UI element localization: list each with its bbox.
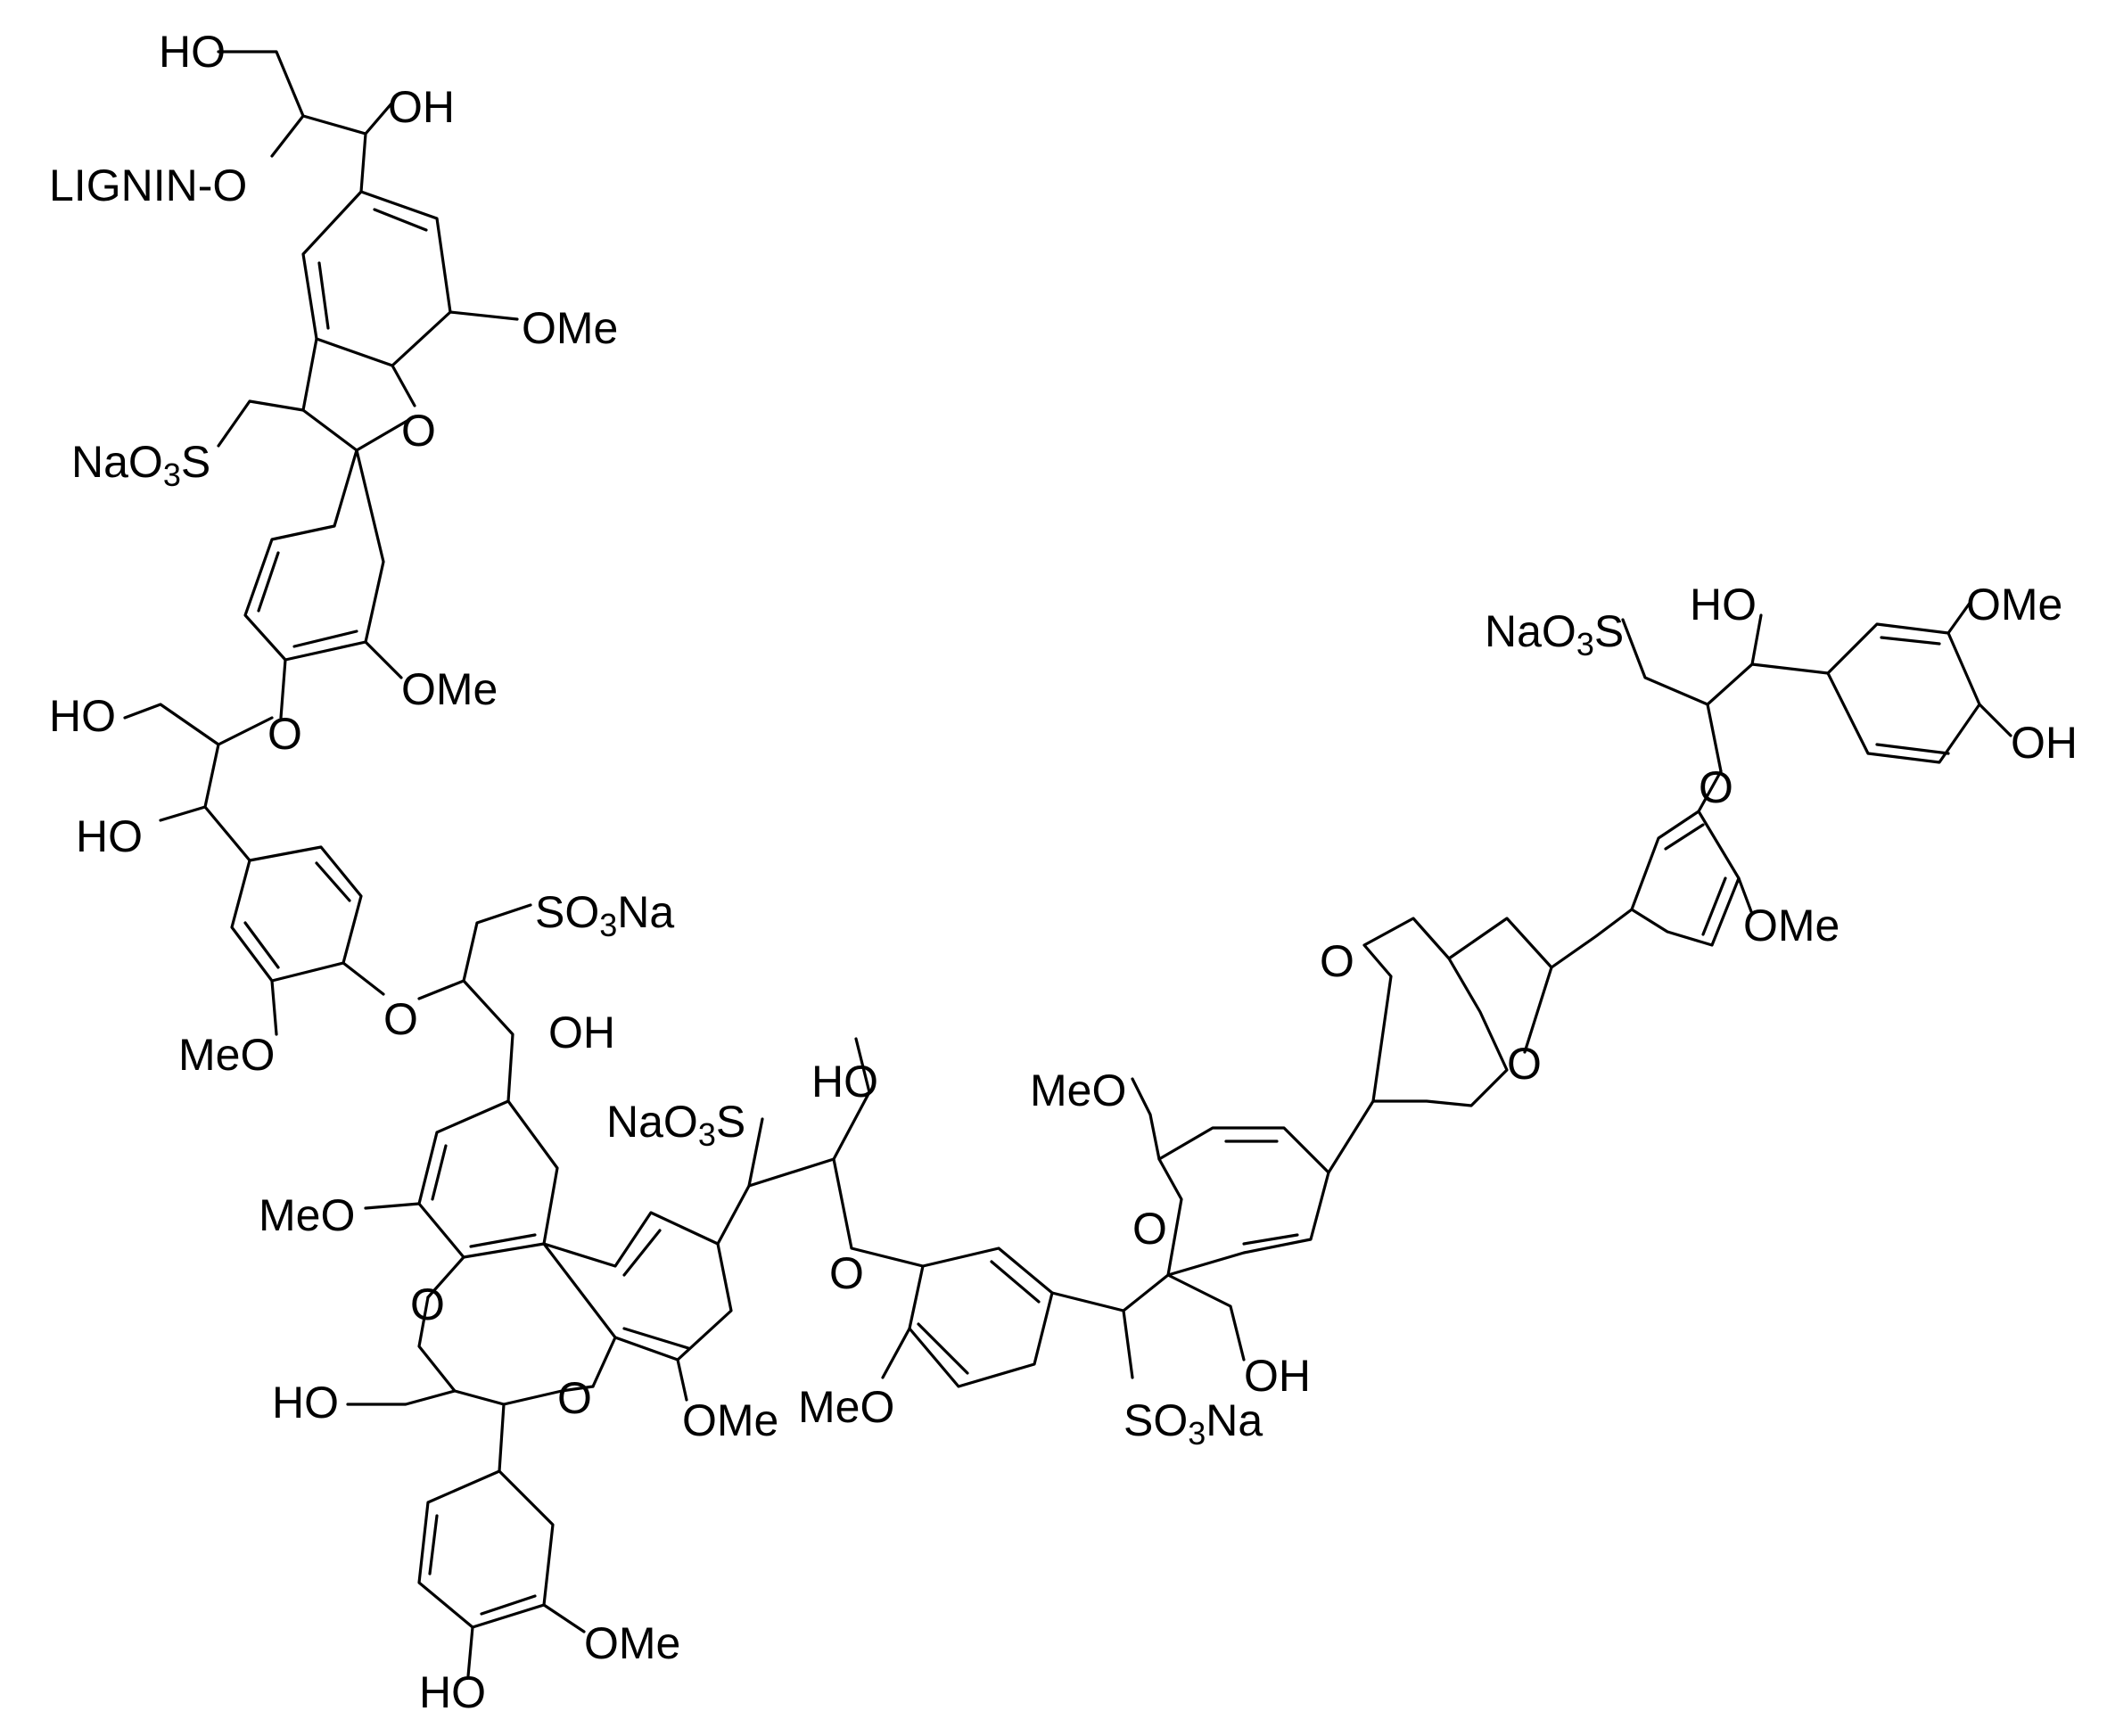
ho-bottom-label: HO (419, 1667, 486, 1717)
so3na-2-label: SO3Na (1123, 1395, 1263, 1452)
lignin-o-label: LIGNIN-O (49, 160, 247, 210)
ome-bottom-label: OMe (584, 1618, 680, 1668)
ome-right-mid-label: OMe (1743, 901, 1840, 950)
ho-ring-label: HO (272, 1378, 339, 1427)
oh-mid-label: OH (548, 1008, 615, 1057)
o-ring-1-label: O (410, 1279, 445, 1329)
o-ether-1-label: O (267, 709, 302, 759)
o-fur-left-label: O (1320, 936, 1354, 986)
ome-right-top-label: OMe (1966, 580, 2062, 629)
ome-1-label: OMe (522, 303, 618, 353)
ho-right-label: HO (1690, 580, 1757, 629)
o-furan-label: O (401, 406, 436, 456)
meo-1-label: MeO (178, 1030, 275, 1080)
o-ring-2-label: O (557, 1373, 592, 1423)
bond-lines (123, 50, 2012, 1678)
ho-left-1-label: HO (49, 691, 116, 741)
meo-2-label: MeO (259, 1190, 355, 1240)
nao3s-top-label: NaO3S (71, 437, 210, 493)
oh-right-bottom-label: OH (1244, 1351, 1311, 1401)
oh-top-label: OH (388, 82, 455, 132)
so3na-1-label: SO3Na (535, 887, 674, 943)
o-ether-3-label: O (829, 1248, 864, 1298)
o-ether-4-label: O (1132, 1204, 1167, 1254)
o-ether-2-label: O (383, 994, 418, 1044)
ome-2-label: OMe (401, 664, 498, 714)
ome-3-label: OMe (682, 1395, 778, 1445)
ho-top-label: HO (159, 27, 226, 77)
ho-mid-top-label: HO (811, 1057, 878, 1107)
ho-left-2-label: HO (76, 811, 143, 861)
meo-3-label: MeO (798, 1382, 894, 1432)
atom-labels: HO OH LIGNIN-O OMe O NaO3S OMe HO O HO S… (49, 27, 2078, 1717)
meo-4-label: MeO (1030, 1065, 1126, 1115)
oh-right-label: OH (2011, 718, 2078, 768)
o-ether-5-label: O (1699, 762, 1733, 812)
nao3s-mid-label: NaO3S (606, 1097, 745, 1153)
o-fur-right-label: O (1507, 1039, 1542, 1089)
nao3s-right-label: NaO3S (1485, 606, 1624, 662)
